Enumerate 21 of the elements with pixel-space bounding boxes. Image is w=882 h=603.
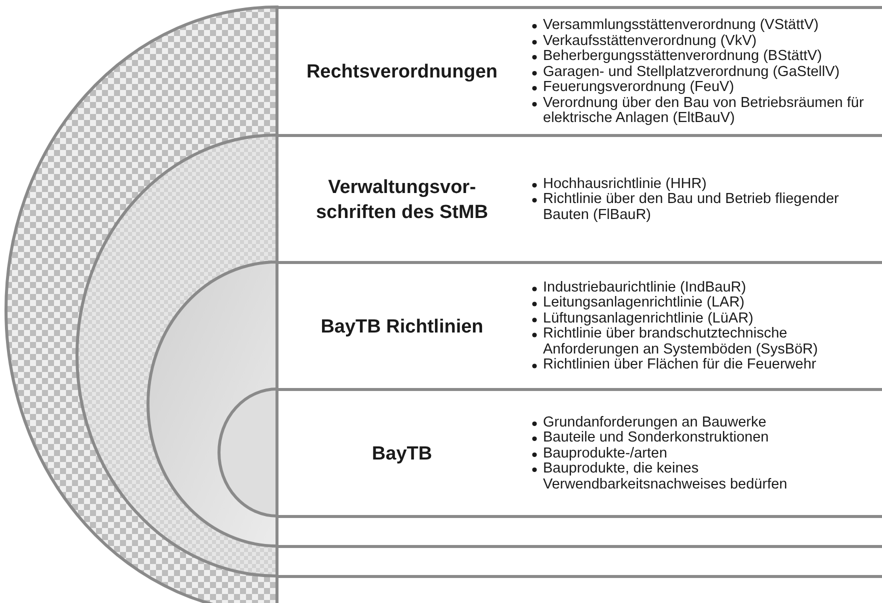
list-item: Bauteile und Sonderkonstruktionen [543,429,769,446]
list-item: Bauprodukte, die keines Verwendbarkeitsnachweises bedürfen [543,460,788,492]
row-heading: Rechtsverordnungen [305,60,499,84]
list-item: Bauprodukte-/arten [543,444,668,461]
list-item: Garagen- und Stellplatzverordnung (GaStellV) [543,63,840,80]
list-item: Richtlinie über brandschutztechnische Anforderungen an Systemböden (SysBöR) [543,326,818,357]
list-item: Industriebaurichtlinie (IndBauR) [543,279,746,295]
list-item: Richtlinie über den Bau und Betrieb fliegender Bauten (FlBauR) [543,190,839,222]
list-item: Versammlungsstättenverordnung (VStättV) [543,16,819,33]
row-heading: BayTB Richtlinien [320,315,484,339]
row-heading: Verwaltungsvor- schriften des StMB [314,176,490,224]
list-item: Grundanforderungen an Bauwerke [543,414,766,430]
list-item: Leitungsanlagenrichtlinie (LAR) [543,294,745,310]
list-item: Beherbergungsstättenverordnung (BStättV) [543,48,822,64]
list-item: Verordnung über den Bau von Betriebsräumen für elektrische Anlagen (EltBauV) [543,94,864,126]
list-item: Hochhausrichtlinie (HHR) [543,175,707,192]
row-heading: BayTB [370,442,434,466]
list-item: Richtlinien über Flächen für die Feuerwehr [543,356,816,372]
list-item: Verkaufsstättenverordnung (VkV) [543,32,757,48]
list-item: Lüftungsanlagenrichtlinie (LüAR) [543,310,754,326]
list-item: Feuerungsverordnung (FeuV) [543,78,734,95]
